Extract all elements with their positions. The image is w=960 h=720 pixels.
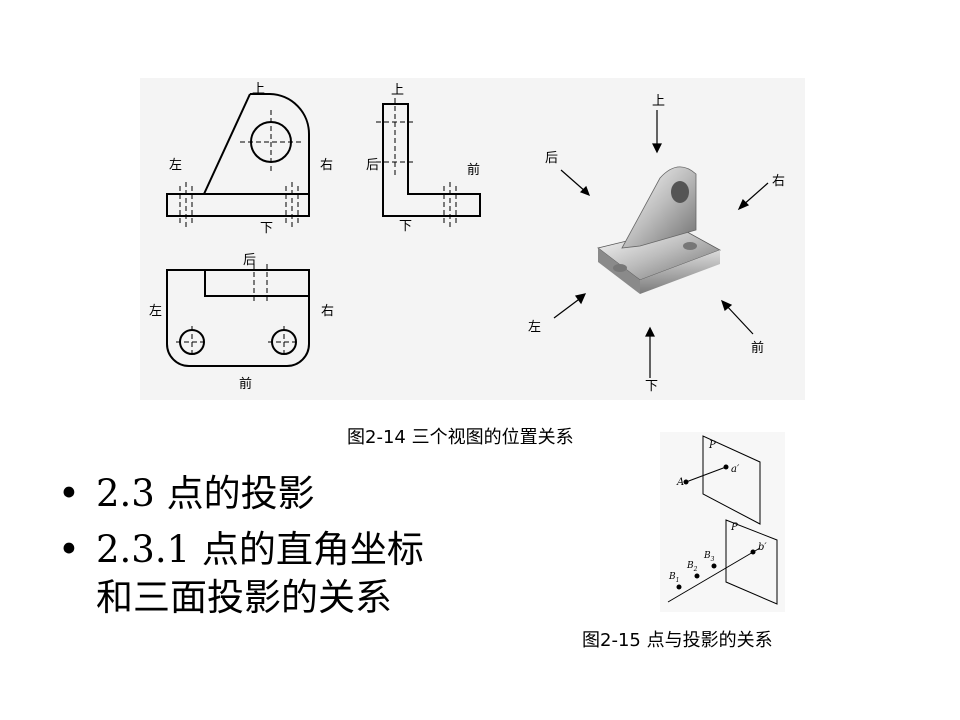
label-b1: B1 xyxy=(668,572,679,584)
subsection-heading-line2: 和三面投影的关系 xyxy=(96,576,392,619)
isometric-part xyxy=(597,166,721,294)
front-label-top: 上 xyxy=(252,82,265,97)
iso-label-left: 左 xyxy=(528,320,541,335)
iso-label-top: 上 xyxy=(652,94,665,109)
side-label-front: 前 xyxy=(467,162,480,178)
iso-label-back: 后 xyxy=(545,151,558,166)
bullet-marker: • xyxy=(58,528,80,571)
bullet-marker: • xyxy=(58,472,80,515)
iso-label-front: 前 xyxy=(751,340,764,356)
bullet-list: • 2.3 点的投影 • 2.3.1 点的直角坐标 和三面投影的关系 xyxy=(58,470,424,630)
point-b2 xyxy=(694,573,700,579)
label-b-proj: b′ xyxy=(758,542,767,553)
point-a-proj xyxy=(723,464,729,470)
side-label-top: 上 xyxy=(391,83,404,98)
subsection-heading-line1: 2.3.1 点的直角坐标 xyxy=(96,528,424,571)
bullet-item: • 2.3.1 点的直角坐标 和三面投影的关系 xyxy=(58,526,424,622)
top-label-left: 左 xyxy=(149,304,162,319)
side-label-bottom: 下 xyxy=(399,219,412,234)
top-label-right: 右 xyxy=(321,304,334,319)
front-label-left: 左 xyxy=(169,158,182,173)
view-arrows xyxy=(553,110,769,378)
point-a xyxy=(683,479,689,485)
label-a-proj: a′ xyxy=(731,464,740,475)
figure-2-14-caption: 图2-14 三个视图的位置关系 xyxy=(347,427,574,448)
figure-2-15-caption: 图2-15 点与投影的关系 xyxy=(582,630,773,651)
top-label-back: 后 xyxy=(243,253,256,268)
plane-label-lower: P xyxy=(730,522,738,533)
side-label-back: 后 xyxy=(366,158,379,173)
top-label-front: 前 xyxy=(239,376,252,392)
point-b1 xyxy=(676,584,682,590)
label-b3: B3 xyxy=(703,551,715,563)
section-heading: 2.3 点的投影 xyxy=(96,472,315,515)
figure-2-14: 上 下 左 右 上 下 后 前 后 前 左 右 xyxy=(140,78,805,400)
label-b2: B2 xyxy=(686,561,698,573)
plane-label-upper: P xyxy=(708,440,716,451)
front-label-right: 右 xyxy=(320,158,333,173)
figure-2-15: P A a′ P b′ B1 B2 B3 xyxy=(660,432,785,612)
lower-plane xyxy=(667,519,778,605)
top-view xyxy=(166,264,310,367)
bullet-item: • 2.3 点的投影 xyxy=(58,470,424,518)
upper-plane xyxy=(685,435,761,525)
point-b3 xyxy=(711,563,717,569)
front-view xyxy=(166,93,310,228)
iso-label-bottom: 下 xyxy=(645,379,658,394)
side-view xyxy=(376,98,481,228)
front-label-bottom: 下 xyxy=(260,221,273,236)
point-b-proj xyxy=(750,549,756,555)
label-a: A xyxy=(676,477,684,488)
iso-label-right: 右 xyxy=(772,174,785,189)
